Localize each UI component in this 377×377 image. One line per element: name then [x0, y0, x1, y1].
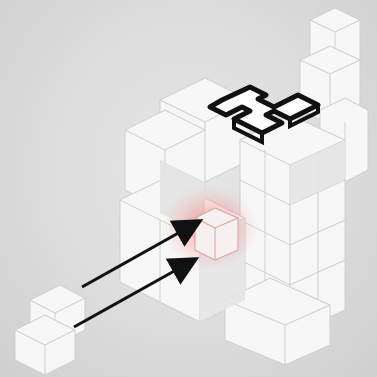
target-cube — [194, 207, 239, 261]
arrow-lower — [73, 257, 200, 329]
loose-block — [14, 284, 86, 376]
h-block-icon-depth — [232, 105, 320, 146]
arrow-upper — [81, 219, 204, 289]
arrows — [73, 219, 204, 329]
h-block-icon — [207, 84, 321, 136]
block-structure — [119, 7, 369, 366]
